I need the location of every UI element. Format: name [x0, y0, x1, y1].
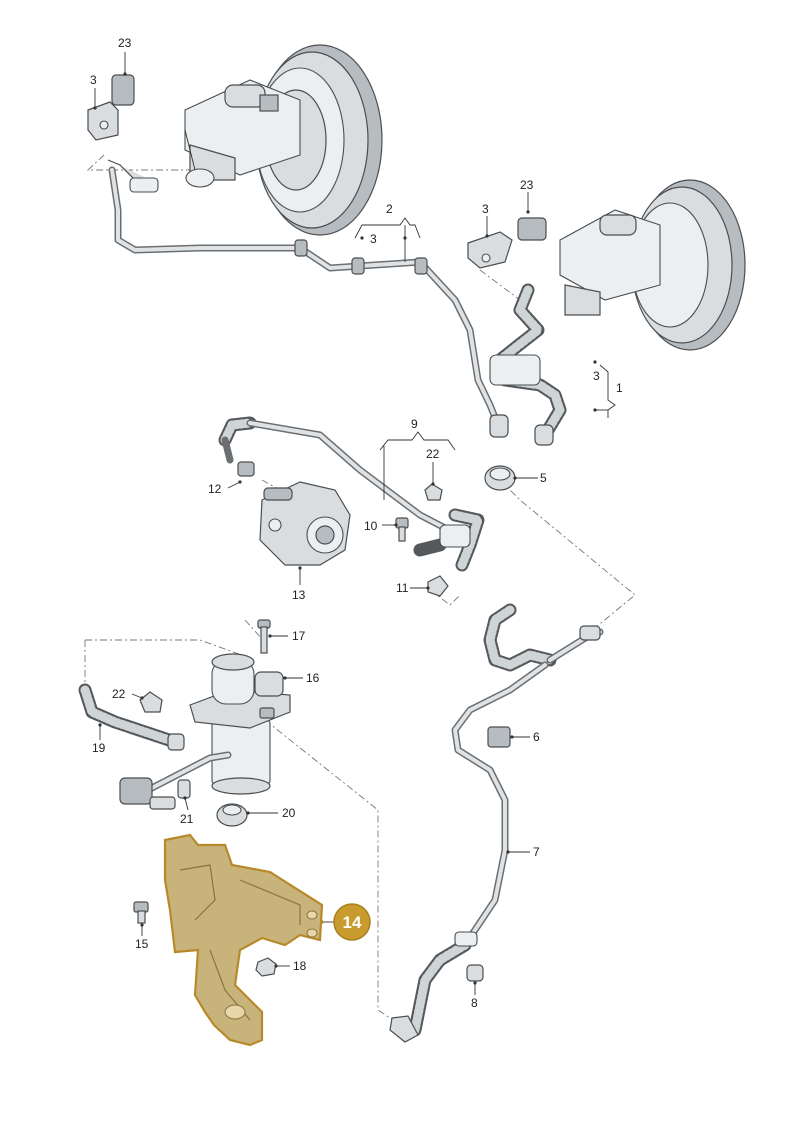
label-23-top: 23 [118, 36, 132, 50]
label-8: 8 [471, 996, 478, 1010]
label-23-right: 23 [520, 178, 534, 192]
label-3-right: 3 [482, 202, 489, 216]
label-3-line2: 3 [370, 232, 377, 246]
grommet-5 [484, 465, 516, 491]
alignment-lines [84, 139, 636, 1023]
bolt-17 [257, 619, 271, 654]
label-15: 15 [135, 937, 149, 951]
vacuum-hose-1 [489, 283, 567, 446]
damper-20 [216, 803, 248, 827]
clip-22-bottom [139, 691, 163, 713]
bolt-10 [395, 517, 409, 542]
vacuum-line-9 [218, 416, 485, 572]
label-9: 9 [411, 417, 418, 431]
label-18: 18 [293, 959, 307, 973]
label-19: 19 [92, 741, 106, 755]
sensor-connector-left [87, 74, 135, 141]
sensor-connector-right [467, 217, 547, 269]
leader-lines [93, 52, 597, 995]
label-3-hose1: 3 [593, 369, 600, 383]
label-16: 16 [306, 671, 320, 685]
label-12: 12 [208, 482, 222, 496]
label-11: 11 [396, 581, 409, 595]
bracket-14-highlighted[interactable] [163, 833, 324, 1047]
bolt-15 [133, 901, 149, 924]
label-1: 1 [616, 381, 623, 395]
group-brackets [354, 217, 616, 500]
label-13: 13 [292, 588, 306, 602]
callout-badge[interactable] [333, 903, 371, 941]
label-6: 6 [533, 730, 540, 744]
label-22-top: 22 [426, 447, 440, 461]
clip-12 [237, 461, 255, 477]
callout-label: 14 [343, 913, 362, 932]
wiring-harness-21 [119, 751, 232, 810]
label-5: 5 [540, 471, 547, 485]
vacuum-pump-13 [259, 481, 351, 566]
clip-6 [487, 726, 511, 748]
nut-18 [255, 957, 277, 977]
label-7: 7 [533, 845, 540, 859]
label-10: 10 [364, 519, 378, 533]
vacuum-line-7 [389, 603, 604, 1043]
hose-19 [78, 683, 185, 751]
clip-22-top [424, 483, 443, 501]
clip-8 [466, 964, 484, 982]
electric-vacuum-pump-16 [189, 653, 291, 795]
vacuum-line-2 [107, 159, 509, 438]
label-17: 17 [292, 629, 306, 643]
callout-14[interactable]: 14 [333, 903, 371, 941]
label-22-bottom: 22 [112, 687, 126, 701]
label-20: 20 [282, 806, 296, 820]
label-3-top: 3 [90, 73, 97, 87]
part-labels: 23 3 2 3 23 3 3 1 9 22 12 5 10 13 11 17 … [90, 36, 623, 1010]
label-2: 2 [386, 202, 393, 216]
brake-booster-left [184, 44, 383, 236]
label-21: 21 [180, 812, 194, 826]
clip-11 [427, 575, 449, 597]
brake-booster-right [559, 179, 746, 351]
